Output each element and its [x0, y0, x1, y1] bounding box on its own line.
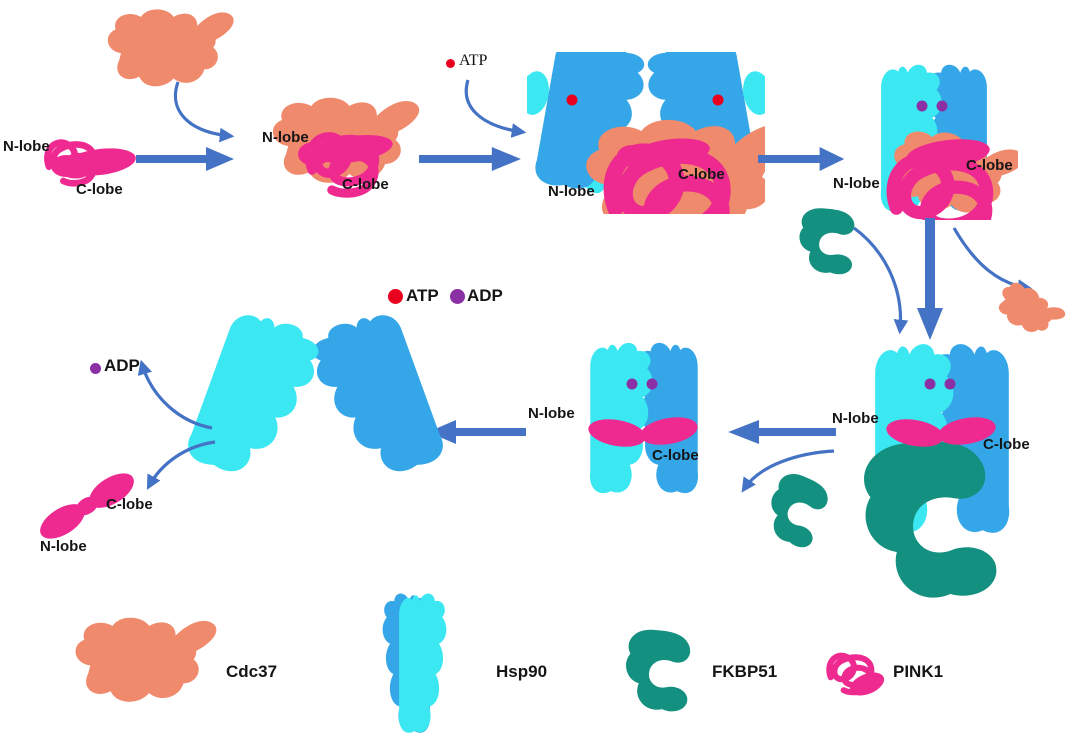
legend-pink1-shape — [812, 644, 894, 704]
curved-arrow-pink1-out — [141, 436, 221, 494]
atp-intro-dot — [446, 59, 455, 68]
stage3-n-lobe-label: N-lobe — [548, 183, 595, 200]
legend-cdc37-label: Cdc37 — [226, 662, 278, 681]
curved-arrow-fkbp51-out — [736, 445, 840, 497]
atp-key-dot — [388, 289, 403, 304]
stage4-n-lobe-label: N-lobe — [833, 175, 880, 192]
adp-key-dot — [450, 289, 465, 304]
curved-arrow-atp-in — [460, 76, 530, 138]
legend-fkbp51-shape — [622, 622, 706, 716]
adp-release-dot — [90, 363, 101, 374]
released-pink1-n-lobe-label: N-lobe — [40, 538, 87, 555]
stage-hsp90-fkbp51 — [848, 336, 1026, 542]
stage1-c-lobe-label: C-lobe — [76, 181, 123, 198]
stage5-c-lobe-label: C-lobe — [983, 436, 1030, 453]
released-fkbp51 — [757, 468, 841, 556]
curved-arrow-cdc37-in — [166, 78, 240, 144]
legend-cdc37-shape — [68, 614, 220, 708]
arrow-step5 — [726, 419, 836, 445]
stage1-n-lobe-label: N-lobe — [3, 138, 50, 155]
legend-hsp90-label: Hsp90 — [496, 662, 548, 681]
legend-fkbp51-label: FKBP51 — [712, 662, 778, 681]
atp-key-label: ATP — [406, 286, 439, 305]
adp-key-label: ADP — [467, 286, 503, 305]
released-pink1 — [27, 456, 147, 556]
stage2-c-lobe-label: C-lobe — [342, 176, 389, 193]
stage-pink1-cdc37 — [250, 92, 418, 192]
stage4-c-lobe-label: C-lobe — [966, 157, 1013, 174]
stage-pink1-unfolded — [8, 126, 138, 194]
arrow-step2 — [419, 146, 523, 172]
curved-arrow-fkbp51-in — [846, 222, 920, 340]
stage-hsp90-pink1 — [558, 336, 726, 500]
stage-hsp90-open-release — [203, 334, 428, 506]
arrow-down — [917, 218, 943, 342]
stage5-n-lobe-label: N-lobe — [832, 410, 879, 427]
curved-arrow-adp-out — [134, 356, 218, 436]
stage2-n-lobe-label: N-lobe — [262, 129, 309, 146]
stage6-c-lobe-label: C-lobe — [652, 447, 699, 464]
atp-intro-label: ATP — [459, 52, 488, 69]
adp-release-label: ADP — [104, 356, 140, 375]
stage6-n-lobe-label: N-lobe — [528, 405, 575, 422]
legend-pink1-label: PINK1 — [893, 662, 944, 681]
arrow-step1 — [136, 146, 236, 172]
legend-hsp90-shape — [364, 589, 466, 741]
stage-hsp90-closed-cdc37 — [850, 60, 1018, 220]
arrow-step3 — [758, 146, 846, 172]
released-pink1-c-lobe-label: C-lobe — [106, 496, 153, 513]
stage-hsp90-open-loading — [527, 52, 765, 214]
stage3-c-lobe-label: C-lobe — [678, 166, 725, 183]
